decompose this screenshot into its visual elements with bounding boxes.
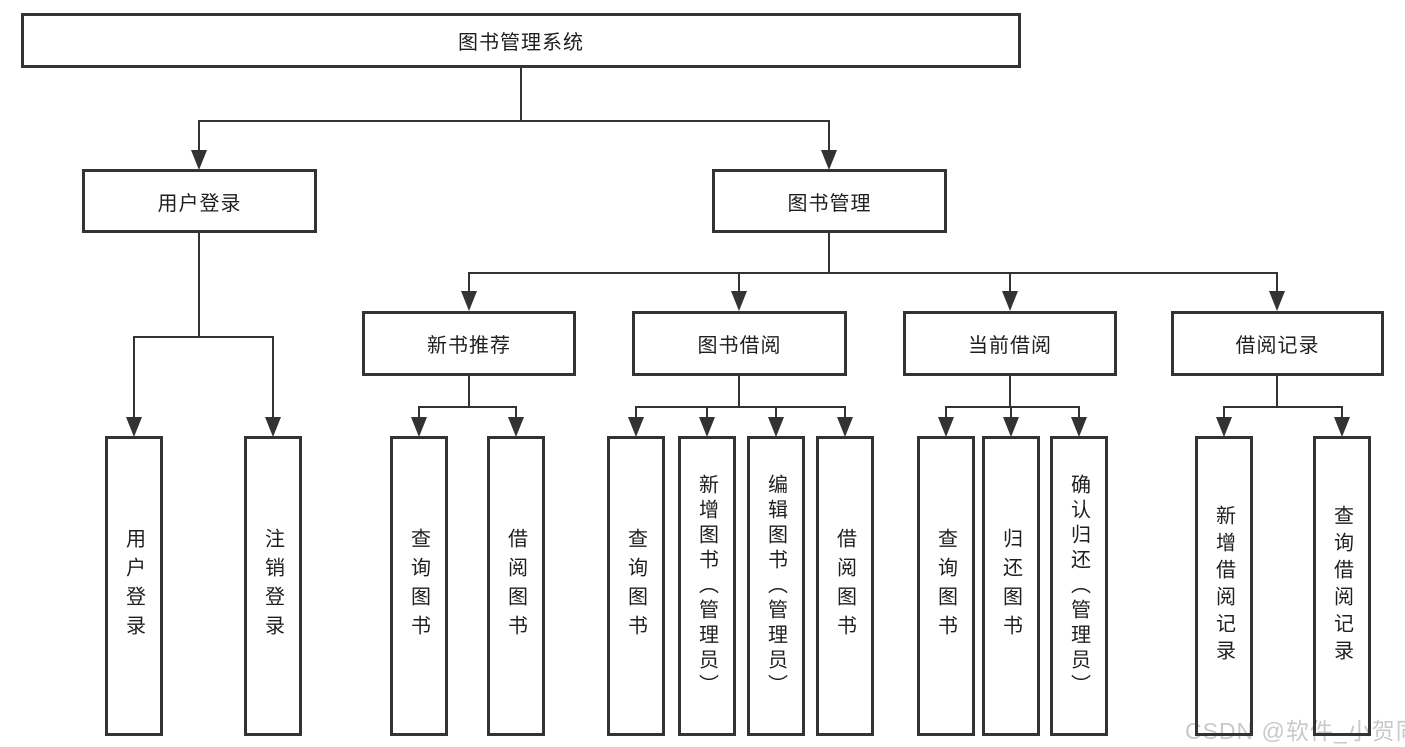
connector-line — [828, 120, 830, 151]
leaf-add-book-admin: 新增图书（管理员） — [678, 436, 736, 736]
connector-line — [1010, 406, 1012, 418]
leaf-query-books-1: 查询图书 — [390, 436, 448, 736]
arrowhead-icon — [837, 417, 853, 437]
connector-line — [198, 120, 200, 151]
arrowhead-icon — [938, 417, 954, 437]
node-book-management: 图书管理 — [712, 169, 947, 233]
arrowhead-icon — [126, 417, 142, 437]
connector-line — [1276, 375, 1278, 408]
node-new-book-recommend: 新书推荐 — [362, 311, 576, 376]
connector-line — [520, 68, 522, 122]
arrowhead-icon — [628, 417, 644, 437]
leaf-user-login: 用户登录 — [105, 436, 163, 736]
arrowhead-icon — [411, 417, 427, 437]
arrowhead-icon — [508, 417, 524, 437]
leaf-add-borrow-record: 新增借阅记录 — [1195, 436, 1253, 736]
connector-line — [133, 336, 135, 418]
connector-line — [198, 232, 200, 338]
leaf-query-books-3: 查询图书 — [917, 436, 975, 736]
leaf-confirm-return-admin: 确认归还（管理员） — [1050, 436, 1108, 736]
connector-line — [1009, 375, 1011, 408]
connector-line — [468, 272, 470, 293]
connector-line — [198, 120, 830, 122]
arrowhead-icon — [1002, 291, 1018, 311]
arrowhead-icon — [1071, 417, 1087, 437]
arrowhead-icon — [191, 150, 207, 170]
connector-line — [1223, 406, 1343, 408]
node-root: 图书管理系统 — [21, 13, 1021, 68]
connector-line — [272, 336, 274, 418]
arrowhead-icon — [1269, 291, 1285, 311]
connector-line — [1276, 272, 1278, 293]
connector-line — [635, 406, 846, 408]
node-book-borrowing: 图书借阅 — [632, 311, 847, 376]
arrowhead-icon — [699, 417, 715, 437]
connector-line — [1009, 272, 1011, 293]
leaf-borrow-books-1: 借阅图书 — [487, 436, 545, 736]
connector-line — [945, 406, 947, 418]
node-user-login: 用户登录 — [82, 169, 317, 233]
connector-line — [418, 406, 420, 418]
connector-line — [1341, 406, 1343, 418]
connector-line — [418, 406, 517, 408]
leaf-borrow-books-2: 借阅图书 — [816, 436, 874, 736]
arrowhead-icon — [821, 150, 837, 170]
node-current-borrowing: 当前借阅 — [903, 311, 1117, 376]
connector-line — [133, 336, 274, 338]
leaf-query-borrow-record: 查询借阅记录 — [1313, 436, 1371, 736]
connector-line — [1223, 406, 1225, 418]
connector-line — [468, 375, 470, 408]
leaf-logout-login: 注销登录 — [244, 436, 302, 736]
connector-line — [775, 406, 777, 418]
connector-line — [468, 272, 1278, 274]
arrowhead-icon — [1216, 417, 1232, 437]
arrowhead-icon — [768, 417, 784, 437]
arrowhead-icon — [461, 291, 477, 311]
leaf-return-books: 归还图书 — [982, 436, 1040, 736]
leaf-edit-book-admin: 编辑图书（管理员） — [747, 436, 805, 736]
connector-line — [738, 375, 740, 408]
arrowhead-icon — [265, 417, 281, 437]
connector-line — [844, 406, 846, 418]
connector-line — [706, 406, 708, 418]
connector-line — [738, 272, 740, 293]
arrowhead-icon — [1334, 417, 1350, 437]
arrowhead-icon — [1003, 417, 1019, 437]
connector-line — [945, 406, 1080, 408]
arrowhead-icon — [731, 291, 747, 311]
leaf-query-books-2: 查询图书 — [607, 436, 665, 736]
connector-line — [515, 406, 517, 418]
connector-line — [828, 232, 830, 274]
connector-line — [1078, 406, 1080, 418]
node-borrow-records: 借阅记录 — [1171, 311, 1384, 376]
connector-line — [635, 406, 637, 418]
